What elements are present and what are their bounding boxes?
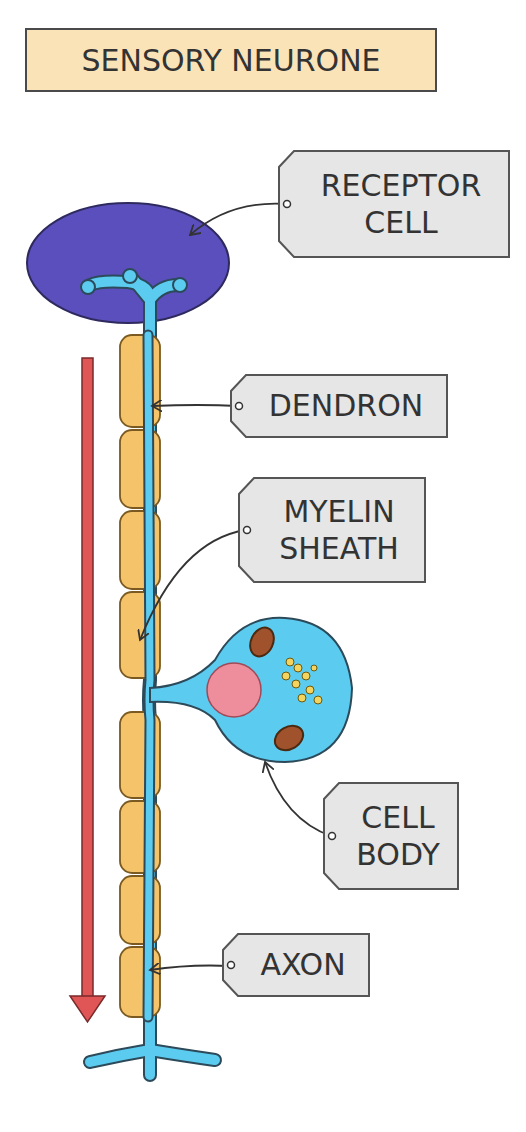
receptor-cell-shape (27, 203, 229, 323)
label-tag: DENDRON (230, 374, 448, 438)
tag-text: CELL BODY (337, 799, 459, 874)
tag-outline (278, 150, 510, 258)
impulse-direction-arrow (70, 358, 105, 1022)
cell-body-shape (150, 618, 352, 762)
tag-text: RECEPTOR CELL (292, 167, 510, 242)
title-box: SENSORY NEURONE (25, 28, 437, 92)
tag-text: MYELIN SHEATH (252, 493, 426, 568)
tag-text: DENDRON (269, 387, 424, 425)
leader-lines (140, 204, 331, 970)
label-tag: RECEPTOR CELL (278, 150, 510, 258)
label-tag: MYELIN SHEATH (238, 477, 426, 583)
label-tag: CELL BODY (323, 782, 459, 890)
fibre-over-sheath (148, 335, 150, 1017)
mitochondrion (246, 624, 279, 660)
myelin-sheath (120, 335, 160, 1017)
tag-outline (238, 477, 426, 583)
title-text: SENSORY NEURONE (81, 43, 380, 78)
golgi-dots (282, 658, 322, 704)
tag-outline (323, 782, 459, 890)
dendrite-tips (81, 269, 187, 294)
mitochondrion (271, 721, 308, 755)
nucleus (207, 663, 261, 717)
tag-text: AXON (260, 946, 345, 984)
label-tag: AXON (222, 933, 370, 997)
